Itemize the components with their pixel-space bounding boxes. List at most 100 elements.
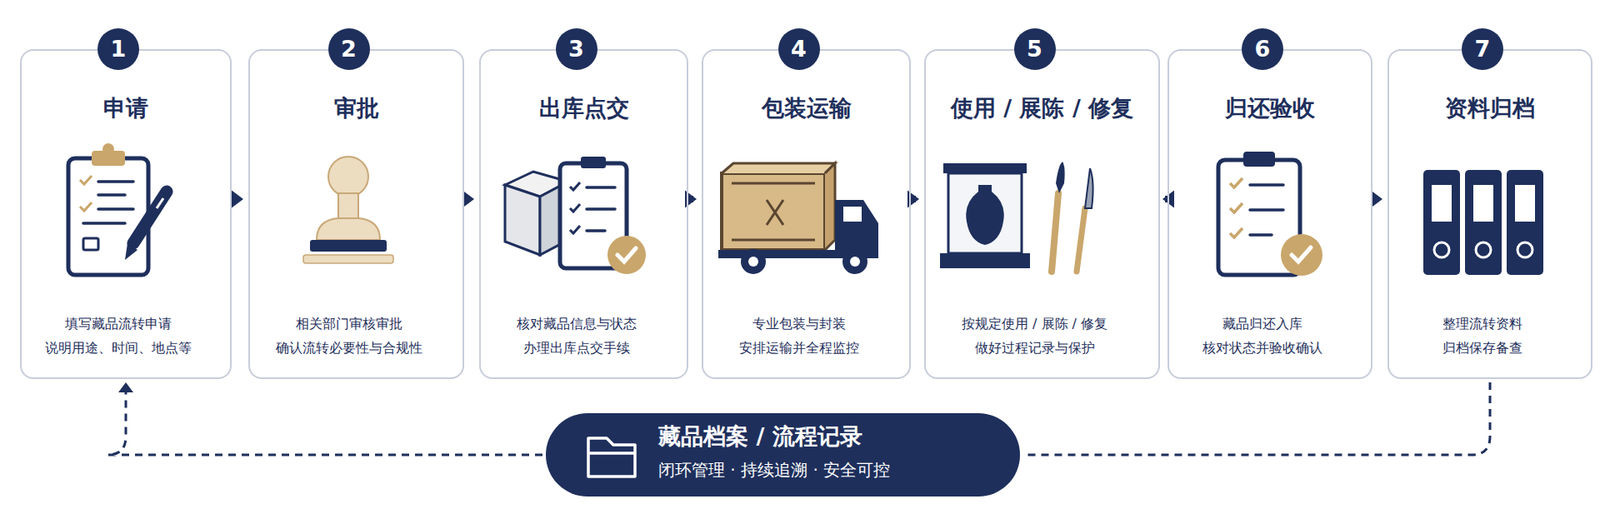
arrow-head	[118, 382, 134, 393]
display-case-tools-icon	[940, 161, 1094, 272]
display-case-tools-icon-part	[943, 163, 1027, 174]
arrow-head	[1370, 190, 1383, 209]
stamp-icon-part	[338, 193, 359, 220]
connector-line	[1023, 382, 1490, 455]
binders-icon	[1423, 170, 1544, 275]
step-number: 3	[555, 28, 598, 70]
box-checklist-icon-part	[505, 185, 540, 255]
check-clipboard-icon-part	[1250, 185, 1284, 235]
band-title: 藏品档案 / 流程记录	[658, 421, 863, 452]
arrow-head	[462, 190, 475, 209]
band-subtitle: 闭环管理 · 持续追溯 · 安全可控	[658, 458, 890, 482]
clipboard-pen-icon-part	[83, 181, 134, 224]
display-case-tools-icon-part	[948, 173, 1022, 254]
clipboard-pen-icon-part	[83, 238, 99, 250]
clipboard-pen-icon	[68, 143, 167, 275]
connector-line	[233, 195, 237, 203]
process-box: 2审批相关部门审核审批 确认流转必要性与合规性	[248, 49, 465, 380]
step-title: 申请	[21, 94, 230, 123]
clipboard-pen-icon-part	[133, 191, 167, 244]
flow-connector	[107, 382, 543, 455]
display-case-tools-icon-part	[1085, 168, 1094, 209]
clipboard-pen-icon-part	[80, 175, 92, 211]
process-box: 5使用 / 展陈 / 修复按规定使用 / 展陈 / 修复 做好过程记录与保护	[924, 49, 1160, 380]
check-clipboard-icon	[1218, 151, 1323, 276]
check-clipboard-icon-part	[1291, 247, 1311, 262]
truck-icon-part	[842, 249, 868, 275]
binders-icon-part	[1434, 242, 1450, 258]
stamp-icon-part	[310, 240, 387, 252]
display-case-tools-icon-part	[1055, 161, 1065, 194]
box-checklist-icon	[505, 156, 646, 275]
step-description: 填写藏品流转申请 说明用途、时间、地点等	[35, 311, 202, 360]
step-number: 1	[97, 28, 140, 70]
display-case-tools-icon-part	[1076, 208, 1085, 272]
display-case-tools-icon-part	[965, 185, 1004, 245]
step-description: 按规定使用 / 展陈 / 修复 做好过程记录与保护	[949, 311, 1120, 360]
process-box: 7资料归档整理流转资料 归档保存备查	[1387, 49, 1593, 380]
check-clipboard-icon-part	[1280, 234, 1323, 276]
binders-icon-part	[1506, 170, 1544, 275]
truck-icon-part	[835, 200, 879, 255]
connector-line	[107, 391, 543, 455]
archive-band: 藏品档案 / 流程记录闭环管理 · 持续追溯 · 安全可控	[545, 413, 1020, 497]
step-description: 核对藏品信息与状态 办理出库点交手续	[497, 311, 656, 360]
process-box: 4包装运输专业包装与封装 安排运输并全程监控	[701, 49, 911, 380]
binders-icon-part	[1423, 170, 1460, 275]
step-description: 专业包装与封装 安排运输并全程监控	[724, 311, 875, 360]
truck-icon-part	[718, 250, 879, 259]
box-checklist-icon-part	[617, 248, 636, 262]
box-checklist-icon-part	[540, 181, 569, 255]
connector-line	[464, 195, 470, 203]
clipboard-pen-icon-part	[156, 198, 164, 209]
connector-line	[1372, 195, 1378, 203]
display-case-tools-icon-part	[1051, 193, 1059, 272]
box-checklist-icon-part	[580, 156, 606, 169]
clipboard-pen-icon-part	[102, 143, 115, 155]
step-number: 5	[1014, 28, 1056, 70]
truck-icon-part	[850, 256, 860, 267]
binders-icon-part	[1431, 185, 1452, 222]
truck-icon-part	[740, 249, 766, 275]
step-number: 7	[1461, 28, 1504, 70]
arrow-head	[231, 190, 244, 209]
check-clipboard-icon-part	[1230, 178, 1243, 238]
binders-icon-part	[1473, 185, 1494, 222]
step-title: 资料归档	[1389, 94, 1591, 123]
truck-icon-part	[721, 173, 825, 250]
truck-icon-part	[825, 163, 835, 250]
process-box: 6归还验收藏品归还入库 核对状态并验收确认	[1167, 49, 1373, 380]
truck-icon-part	[721, 163, 835, 174]
display-case-tools-icon-part	[940, 253, 1030, 269]
flow-connector	[231, 190, 244, 209]
flow-connector	[1370, 190, 1383, 209]
stamp-icon	[303, 156, 394, 264]
process-box: 3出库点交核对藏品信息与状态 办理出库点交手续	[479, 49, 689, 380]
clipboard-pen-icon-part	[91, 150, 125, 166]
stamp-icon-part	[316, 218, 380, 240]
step-description: 相关部门审核审批 确认流转必要性与合规性	[265, 311, 433, 360]
stamp-icon-part	[328, 156, 369, 197]
step-description: 藏品归还入库 核对状态并验收确认	[1187, 311, 1338, 360]
binders-icon-part	[1465, 170, 1502, 275]
box-checklist-icon-part	[607, 235, 646, 275]
step-number: 2	[328, 28, 370, 70]
box-checklist-icon-part	[560, 163, 627, 269]
binders-icon-part	[1515, 185, 1535, 222]
process-box: 1申请填写藏品流转申请 说明用途、时间、地点等	[20, 49, 232, 380]
flow-connector	[462, 190, 475, 209]
check-clipboard-icon-part	[1218, 160, 1300, 275]
binders-icon-part	[1475, 242, 1491, 258]
check-clipboard-icon-part	[1243, 151, 1275, 167]
flow-connector	[1023, 382, 1490, 455]
binders-icon-part	[1517, 242, 1533, 258]
step-description: 整理流转资料 归档保存备查	[1424, 311, 1541, 360]
step-title: 包装运输	[703, 94, 910, 123]
truck-icon	[718, 163, 879, 275]
step-number: 4	[778, 28, 820, 70]
box-checklist-icon-part	[586, 187, 615, 231]
clipboard-pen-icon-part	[125, 243, 138, 260]
stamp-icon-part	[303, 255, 394, 264]
box-checklist-icon-part	[570, 182, 580, 234]
truck-icon-part	[748, 256, 759, 267]
